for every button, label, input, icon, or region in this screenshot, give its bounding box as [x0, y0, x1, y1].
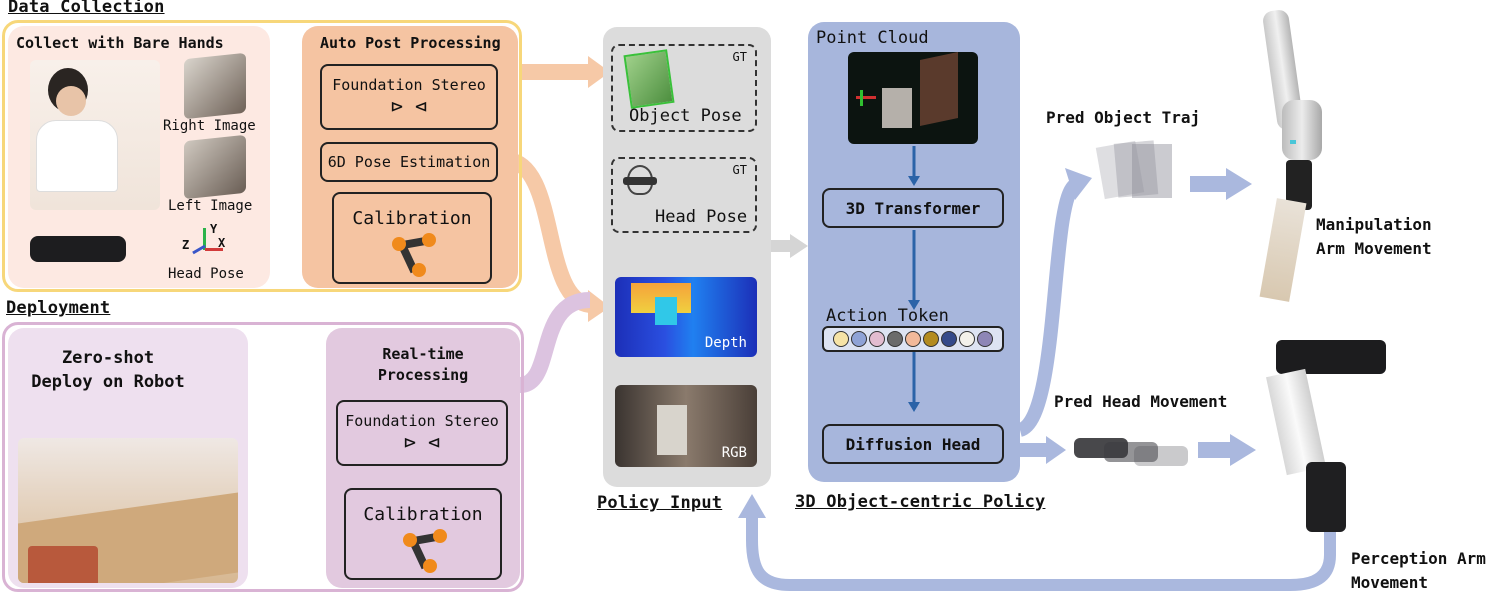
action-token-3	[887, 331, 903, 347]
deploy-robot-panel: Zero-shot Deploy on Robot	[8, 328, 248, 588]
calibration-tool-icon	[382, 233, 442, 277]
bare-hands-title: Collect with Bare Hands	[16, 34, 224, 52]
foundation-stereo-box: Foundation Stereo ⊳ ⊲	[320, 64, 498, 130]
section-title-deployment: Deployment	[6, 298, 111, 318]
arrow-head	[1226, 168, 1252, 200]
left-image-thumbnail	[184, 134, 246, 200]
arrow-head	[588, 290, 610, 322]
realtime-calibration-box: Calibration	[344, 488, 502, 580]
section-title-data-collection: Data Collection	[8, 0, 165, 17]
policy-inner-arrows	[908, 146, 920, 412]
arrow-head	[738, 494, 766, 518]
arrow-feedback-loop	[746, 515, 1336, 591]
realtime-title: Real-time Processing	[377, 345, 469, 384]
gt-badge: GT	[732, 163, 747, 177]
depth-image: Depth	[615, 277, 757, 357]
glasses-photo	[30, 222, 130, 276]
auto-post-title: Auto Post Processing	[320, 34, 501, 52]
right-image-label: Right Image	[163, 118, 256, 134]
person-photo	[30, 60, 160, 210]
pred-object-traj-image	[1095, 138, 1176, 204]
section-title-policy-input: Policy Input	[597, 493, 723, 513]
arrow-to-pred-object	[1016, 179, 1081, 437]
policy-panel: Point Cloud 3D Transformer Action Token …	[808, 22, 1020, 482]
zero-shot-title: Zero-shot Deploy on Robot	[31, 348, 185, 392]
action-token-8	[977, 331, 993, 347]
arrow-realtime-to-depth	[518, 292, 591, 393]
robot-deploy-photo	[18, 438, 238, 583]
action-token-row	[822, 326, 1004, 352]
head-pose-axes-icon: Y Z X	[182, 222, 228, 264]
action-token-1	[851, 331, 867, 347]
point-cloud-label: Point Cloud	[816, 28, 929, 48]
depth-label: Depth	[704, 335, 747, 351]
left-image-label: Left Image	[168, 198, 253, 214]
action-token-2	[869, 331, 885, 347]
action-token-5	[923, 331, 939, 347]
arrow-head	[1046, 436, 1066, 464]
realtime-panel: Real-time Processing Foundation Stereo ⊳…	[326, 328, 520, 588]
arrow-head	[588, 56, 610, 88]
pred-object-traj-label: Pred Object Traj	[1046, 108, 1201, 127]
calibration-tool-icon	[393, 529, 453, 573]
right-image-thumbnail	[184, 52, 246, 120]
action-token-0	[833, 331, 849, 347]
action-token-7	[959, 331, 975, 347]
perception-arm-image	[1256, 332, 1406, 532]
head-pose-box: GT Head Pose	[611, 157, 757, 233]
arrow-head	[1230, 434, 1256, 466]
camera-pair-icon: ⊳ ⊲	[403, 430, 441, 454]
perception-label: Perception Arm Movement	[1351, 549, 1486, 592]
action-token-label: Action Token	[826, 306, 949, 326]
rgb-label: RGB	[721, 445, 747, 461]
rgb-image: RGB	[615, 385, 757, 467]
policy-input-panel: GT Object Pose GT Head Pose Depth RGB	[603, 27, 771, 487]
pred-head-movement-image	[1074, 430, 1194, 470]
manipulation-label: Manipulation Arm Movement	[1316, 215, 1432, 258]
diffusion-head-box: Diffusion Head	[822, 424, 1004, 464]
object-pose-label: Object Pose	[629, 106, 742, 126]
camera-pair-icon: ⊳ ⊲	[390, 94, 428, 118]
action-token-6	[941, 331, 957, 347]
point-cloud-image	[848, 52, 978, 144]
head-pose-label: Head Pose	[168, 266, 244, 282]
section-title-policy: 3D Object-centric Policy	[795, 492, 1046, 512]
arrow-head	[1065, 168, 1092, 200]
head-pose-input-label: Head Pose	[655, 207, 748, 227]
gt-badge: GT	[732, 50, 747, 64]
auto-post-panel: Auto Post Processing Foundation Stereo ⊳…	[302, 26, 518, 288]
object-pose-thumbnail	[623, 49, 675, 109]
arrow-head	[790, 234, 808, 258]
data-collection-panel	[2, 20, 522, 292]
action-token-4	[905, 331, 921, 347]
bare-hands-panel: Collect with Bare Hands Right Image Left…	[8, 26, 270, 288]
transformer-box: 3D Transformer	[822, 188, 1004, 228]
object-pose-box: GT Object Pose	[611, 44, 757, 132]
realtime-foundation-stereo-box: Foundation Stereo ⊳ ⊲	[336, 400, 508, 466]
head-with-glasses-icon	[623, 165, 657, 201]
pose-estimation-box: 6D Pose Estimation	[320, 142, 498, 182]
manipulation-arm-image	[1246, 8, 1326, 302]
calibration-box: Calibration	[332, 192, 492, 284]
pred-head-label: Pred Head Movement	[1054, 392, 1228, 411]
